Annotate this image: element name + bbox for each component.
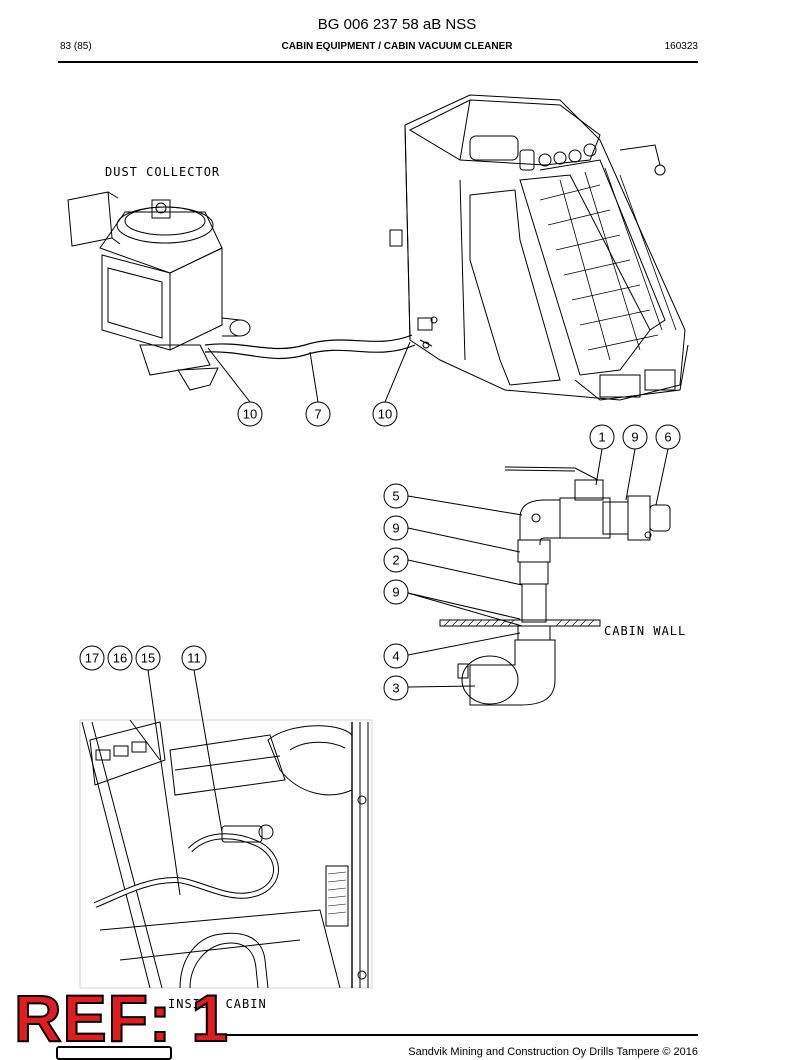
- callout-16: 16: [113, 651, 127, 666]
- document-title: BG 006 237 58 aB NSS: [317, 16, 477, 33]
- leader-lines-valve: [407, 448, 669, 688]
- callout-17: 17: [85, 651, 99, 666]
- footer-copyright: Sandvik Mining and Construction Oy Drill…: [408, 1046, 698, 1058]
- vacuum-hose: [204, 334, 416, 360]
- callouts-upper: [237, 401, 398, 427]
- section-title: CABIN EQUIPMENT / CABIN VACUUM CLEANER: [281, 41, 513, 52]
- dust-collector-label: DUST COLLECTOR: [105, 165, 220, 179]
- callout-3: 3: [392, 681, 399, 696]
- callout-7: 7: [314, 407, 321, 422]
- header-rule: [58, 61, 698, 63]
- callouts-inside: [79, 645, 207, 671]
- leader-lines-upper: [207, 341, 411, 403]
- footer-rule: [220, 1034, 698, 1036]
- inside-cabin-drawing: [79, 719, 373, 989]
- callouts-valve: [383, 424, 681, 701]
- dust-collector-drawing: DUST COLLECTOR: [67, 165, 251, 391]
- ref-stamp: REF: 1: [13, 981, 230, 1055]
- inside-cabin-label: INSIDE CABIN: [168, 997, 267, 1011]
- callout-10-left: 10: [243, 407, 257, 422]
- page-number: 83 (85): [60, 41, 92, 52]
- machine-cabin-drawing: [389, 94, 689, 401]
- callout-4: 4: [392, 649, 399, 664]
- callout-9-middle: 9: [392, 521, 399, 536]
- callout-2: 2: [392, 553, 399, 568]
- callout-9-top: 9: [631, 430, 638, 445]
- callout-1: 1: [598, 430, 605, 445]
- document-date: 160323: [664, 41, 698, 52]
- leader-lines-inside: [147, 669, 223, 896]
- cabin-wall-label: CABIN WALL: [604, 624, 686, 638]
- valve-assembly-drawing: CABIN WALL: [439, 466, 686, 706]
- callout-9-bottom: 9: [392, 585, 399, 600]
- callout-6: 6: [664, 430, 671, 445]
- callout-11: 11: [187, 651, 201, 666]
- callout-15: 15: [141, 651, 155, 666]
- callout-5: 5: [392, 489, 399, 504]
- callout-10-right: 10: [378, 407, 392, 422]
